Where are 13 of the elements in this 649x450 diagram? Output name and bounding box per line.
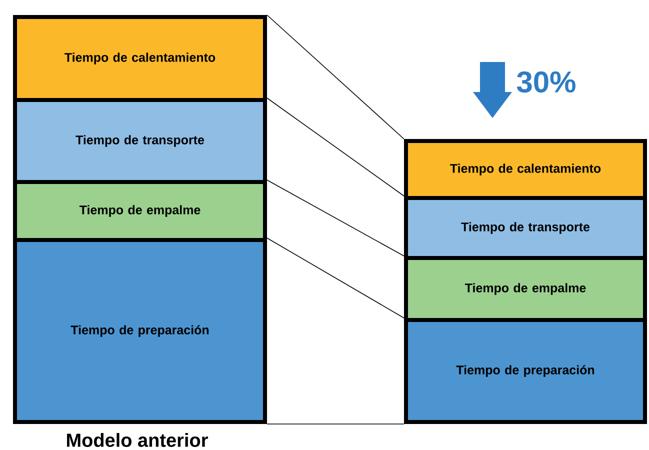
time-block: Tiempo de calentamiento — [404, 139, 647, 200]
time-block: Tiempo de empalme — [13, 180, 267, 242]
time-block: Tiempo de transporte — [404, 196, 647, 260]
connector-line — [266, 14, 404, 140]
time-block: Tiempo de calentamiento — [13, 15, 267, 102]
time-block: Tiempo de preparación — [404, 318, 647, 424]
connector-line — [266, 180, 404, 256]
time-block: Tiempo de transporte — [13, 98, 267, 184]
percentage-label: 30% — [516, 71, 576, 93]
connector-line — [266, 238, 404, 318]
time-block: Tiempo de empalme — [404, 256, 647, 322]
time-block: Tiempo de preparación — [13, 238, 267, 424]
connector-line — [266, 98, 404, 196]
